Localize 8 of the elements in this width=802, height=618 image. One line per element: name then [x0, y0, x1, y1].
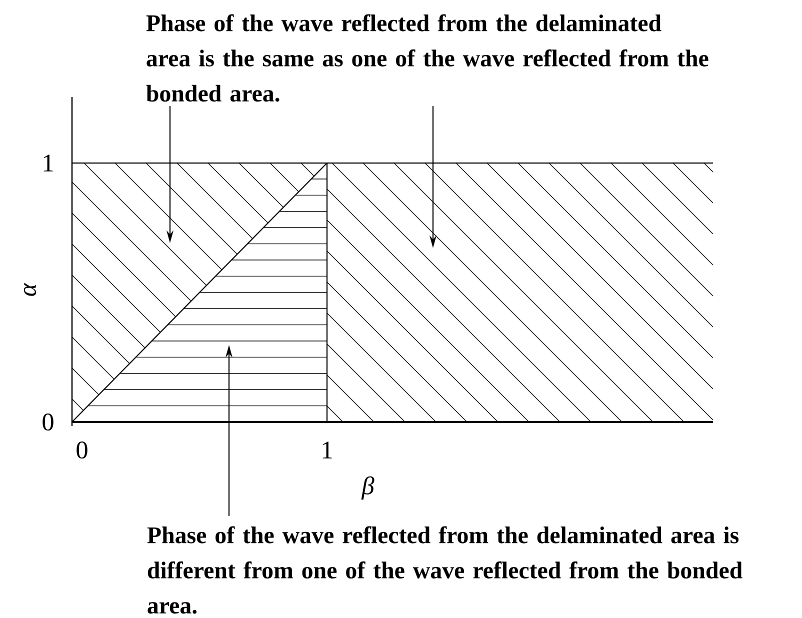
axis-label: β	[361, 476, 374, 500]
tick-label: 0	[42, 413, 54, 431]
tick-label: 1	[44, 154, 53, 172]
note-text: Phase of the wave reflected from the delaminated area is different from one of the wave reflected from the bonded area.	[147, 526, 742, 614]
tick-label: 0	[76, 441, 88, 459]
axis-label: α	[24, 282, 36, 296]
tick-label: 1	[322, 442, 332, 458]
note-text: Phase of the wave reflected from the delaminated area is the same as one of the wave reflected from the bonded area.	[146, 14, 708, 102]
